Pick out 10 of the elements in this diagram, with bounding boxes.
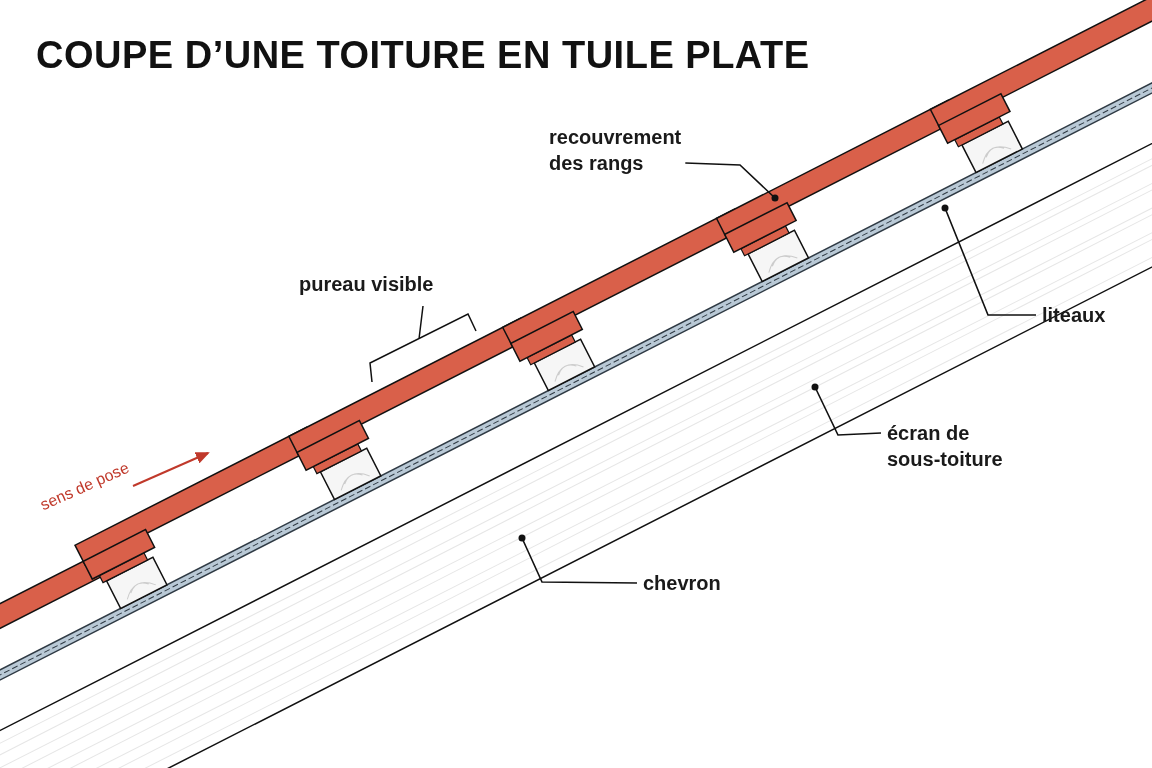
leader-line (811, 383, 882, 436)
part-label: recouvrement des rangs (549, 124, 699, 176)
title: COUPE D’UNE TOITURE EN TUILE PLATE (36, 34, 810, 77)
leader-line (941, 204, 1037, 316)
leader-line (518, 534, 638, 584)
annotation: pureau visible (299, 272, 434, 297)
part-label: chevron (643, 570, 743, 596)
annotation: sens de pose (36, 457, 133, 516)
leader-line (684, 162, 779, 202)
part-label: écran de sous-toiture (887, 420, 1027, 472)
